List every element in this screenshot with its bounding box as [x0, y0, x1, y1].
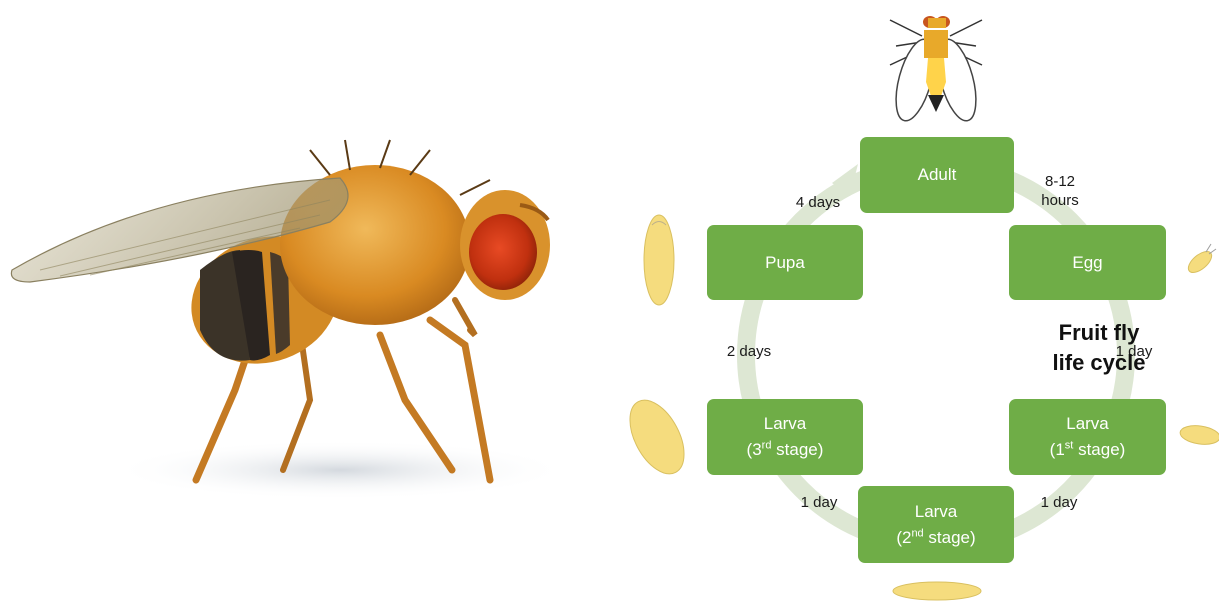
stage-larva-2nd-label: Larva: [915, 499, 958, 525]
duration-pupa-to-adult: 4 days: [784, 193, 852, 212]
stage-larva-3rd-label: Larva: [764, 411, 807, 437]
duration-larva-1st-to-2nd: 1 day: [1029, 493, 1089, 512]
stage-adult-label: Adult: [918, 162, 957, 188]
egg-illustration: [1185, 244, 1216, 276]
diagram-title-line-1: Fruit fly: [1019, 318, 1179, 348]
fruit-fly-photo: [0, 0, 600, 601]
pupa-illustration: [644, 215, 674, 305]
stage-larva-3rd: Larva (3rd stage): [707, 399, 863, 475]
duration-adult-to-egg: 8-12 hours: [1030, 172, 1090, 210]
stage-larva-1st-sublabel: (1st stage): [1050, 437, 1126, 463]
duration-larva-3rd-to-pupa: 2 days: [717, 342, 781, 361]
diagram-title-line-2: life cycle: [1019, 348, 1179, 378]
stage-larva-2nd: Larva (2nd stage): [858, 486, 1014, 563]
stage-egg: Egg: [1009, 225, 1166, 300]
stage-larva-3rd-sublabel: (3rd stage): [747, 437, 824, 463]
duration-larva-2nd-to-3rd: 1 day: [789, 493, 849, 512]
stage-pupa-label: Pupa: [765, 250, 805, 276]
larva-1st-illustration: [1179, 423, 1219, 446]
stage-egg-label: Egg: [1072, 250, 1102, 276]
stage-adult: Adult: [860, 137, 1014, 213]
stage-larva-1st-label: Larva: [1066, 411, 1109, 437]
larva-3rd-illustration: [619, 391, 695, 482]
stage-pupa: Pupa: [707, 225, 863, 300]
adult-fly-illustration: [889, 16, 984, 125]
larva-2nd-illustration: [893, 582, 981, 600]
stage-larva-2nd-sublabel: (2nd stage): [896, 525, 975, 551]
stage-larva-1st: Larva (1st stage): [1009, 399, 1166, 475]
